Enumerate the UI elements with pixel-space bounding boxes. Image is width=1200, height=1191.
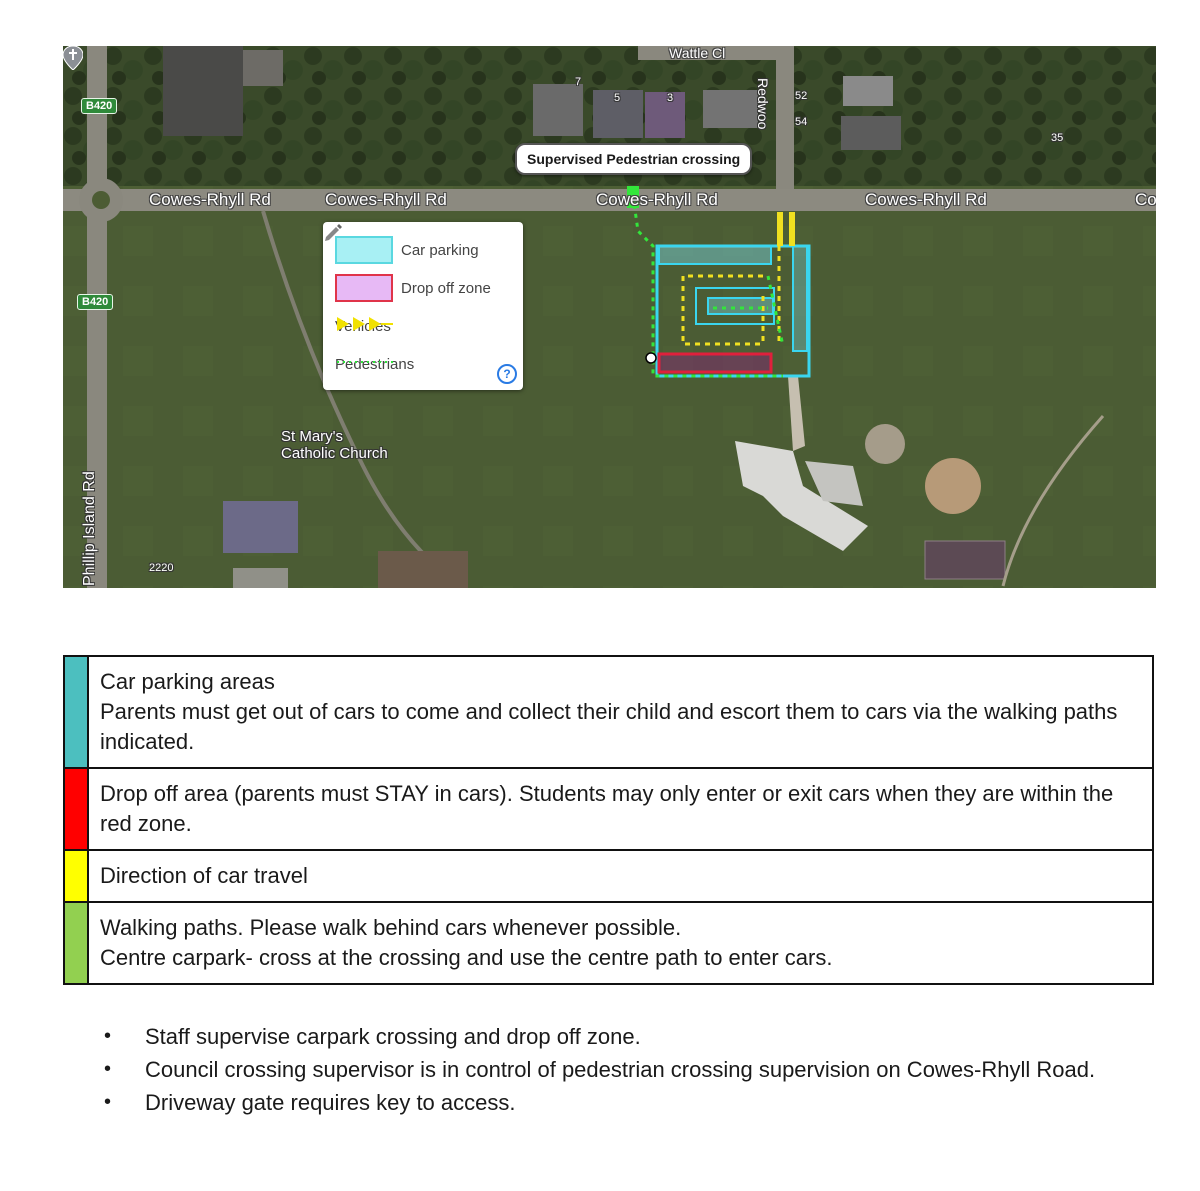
entry-lane bbox=[777, 212, 783, 246]
key-row-car-parking: Car parking areas Parents must get out o… bbox=[63, 655, 1154, 769]
road-label-phillip-island: Phillip Island Rd bbox=[81, 471, 98, 586]
key-swatch-drop-off bbox=[63, 767, 89, 851]
church-label: St Mary's Catholic Church bbox=[281, 428, 388, 462]
church-label-line: Catholic Church bbox=[281, 445, 388, 462]
roundabout-center bbox=[92, 191, 110, 209]
key-text-line: Car parking areas bbox=[100, 669, 275, 694]
key-row-car-travel: Direction of car travel bbox=[63, 849, 1154, 903]
school-building bbox=[735, 441, 868, 551]
note-text: Staff supervise carpark crossing and dro… bbox=[145, 1024, 641, 1049]
building bbox=[378, 551, 468, 588]
road-label-cowes-rhyll: Co bbox=[1135, 190, 1156, 209]
route-badge-b420: B420 bbox=[81, 98, 118, 114]
key-text-line: Drop off area (parents must STAY in cars… bbox=[100, 781, 1114, 836]
vehicle-arrows-icon bbox=[337, 317, 393, 331]
supervised-crossing-callout: Supervised Pedestrian crossing bbox=[515, 143, 753, 175]
house-number: 2220 bbox=[149, 562, 174, 574]
church-building bbox=[223, 501, 298, 553]
legend-item-car-parking: Car parking bbox=[335, 234, 479, 266]
aerial-map: Cowes-Rhyll Rd Cowes-Rhyll Rd Cowes-Rhyl… bbox=[63, 46, 1156, 588]
play-area bbox=[865, 424, 905, 464]
key-text-line: Direction of car travel bbox=[100, 863, 308, 888]
cowes-rhyll-road bbox=[63, 189, 1156, 211]
road-label-cowes-rhyll: Cowes-Rhyll Rd bbox=[149, 190, 271, 209]
court bbox=[924, 540, 1006, 580]
legend-label: Pedestrians bbox=[335, 355, 415, 373]
key-text: Direction of car travel bbox=[87, 849, 1154, 903]
legend-item-vehicles: Vehicles bbox=[335, 310, 393, 342]
key-text-line: Centre carpark- cross at the crossing an… bbox=[100, 945, 833, 970]
key-swatch-car-parking bbox=[63, 655, 89, 769]
road-label-cowes-rhyll: Cowes-Rhyll Rd bbox=[596, 190, 718, 209]
road-label-cowes-rhyll: Cowes-Rhyll Rd bbox=[865, 190, 987, 209]
bullet: • bbox=[104, 1091, 112, 1113]
pencil-icon[interactable] bbox=[323, 222, 343, 242]
house-roof bbox=[533, 84, 583, 136]
legend-label: Car parking bbox=[401, 241, 479, 259]
note-text: Driveway gate requires key to access. bbox=[145, 1090, 516, 1115]
entry-lane bbox=[789, 212, 795, 246]
map-legend: Car parking Drop off zone Vehicles Pedes… bbox=[323, 222, 523, 390]
legend-item-drop-off: Drop off zone bbox=[335, 272, 491, 304]
gate-marker bbox=[645, 352, 657, 364]
pedestrian-dots-icon bbox=[337, 361, 393, 363]
map-imagery bbox=[63, 46, 1156, 588]
building bbox=[233, 568, 288, 588]
house-number: 54 bbox=[795, 116, 808, 128]
road-label-cowes-rhyll: Cowes-Rhyll Rd bbox=[325, 190, 447, 209]
key-text: Drop off area (parents must STAY in cars… bbox=[87, 767, 1154, 851]
redwood-road bbox=[776, 46, 794, 189]
walkway bbox=[788, 376, 805, 451]
key-row-walking-paths: Walking paths. Please walk behind cars w… bbox=[63, 901, 1154, 985]
sandpit bbox=[925, 458, 981, 514]
legend-label: Drop off zone bbox=[401, 279, 491, 297]
school-building bbox=[805, 461, 863, 506]
key-text-line: Parents must get out of cars to come and… bbox=[100, 699, 1118, 754]
list-item: • Council crossing supervisor is in cont… bbox=[100, 1053, 1160, 1086]
list-item: • Driveway gate requires key to access. bbox=[100, 1086, 1160, 1119]
house-roof bbox=[841, 116, 901, 150]
bullet: • bbox=[104, 1058, 112, 1080]
note-text: Council crossing supervisor is in contro… bbox=[145, 1057, 1096, 1082]
church-icon bbox=[63, 46, 83, 70]
help-icon[interactable]: ? bbox=[497, 364, 517, 384]
key-swatch-walking-paths bbox=[63, 901, 89, 985]
legend-item-pedestrians: Pedestrians bbox=[335, 348, 414, 380]
list-item: • Staff supervise carpark crossing and d… bbox=[100, 1020, 1160, 1053]
house-roof bbox=[843, 76, 893, 106]
car-parking-area bbox=[792, 245, 808, 352]
key-text: Walking paths. Please walk behind cars w… bbox=[87, 901, 1154, 985]
bullet: • bbox=[104, 1025, 112, 1047]
map-key-table: Car parking areas Parents must get out o… bbox=[63, 655, 1154, 985]
pedestrian-route bbox=[631, 195, 785, 378]
house-number: 5 bbox=[614, 92, 621, 104]
legend-swatch-car-parking bbox=[335, 236, 393, 264]
house-number: 3 bbox=[667, 92, 674, 104]
drop-off-zone bbox=[657, 352, 773, 374]
track bbox=[1001, 415, 1105, 587]
key-text-line: Walking paths. Please walk behind cars w… bbox=[100, 915, 682, 940]
key-text: Car parking areas Parents must get out o… bbox=[87, 655, 1154, 769]
road-label-redwood: Redwoo bbox=[755, 78, 771, 130]
church-label-line: St Mary's bbox=[281, 428, 344, 445]
house-number: 35 bbox=[1051, 132, 1064, 144]
carpark-overlay bbox=[627, 186, 811, 378]
house-number: 7 bbox=[575, 76, 582, 88]
key-row-drop-off: Drop off area (parents must STAY in cars… bbox=[63, 767, 1154, 851]
parking-lot bbox=[163, 46, 243, 136]
notes-list: • Staff supervise carpark crossing and d… bbox=[100, 1020, 1160, 1119]
road-label-wattle: Wattle Cl bbox=[669, 46, 726, 61]
crossing-marker bbox=[627, 186, 639, 208]
house-roof bbox=[593, 90, 643, 138]
wattle-road bbox=[638, 46, 778, 60]
house-roof bbox=[703, 90, 758, 128]
car-parking-area bbox=[658, 245, 772, 265]
house-number: 52 bbox=[795, 90, 808, 102]
house-roof bbox=[645, 92, 685, 138]
route-badge-b420: B420 bbox=[77, 294, 114, 310]
key-swatch-car-travel bbox=[63, 849, 89, 903]
legend-swatch-drop-off bbox=[335, 274, 393, 302]
